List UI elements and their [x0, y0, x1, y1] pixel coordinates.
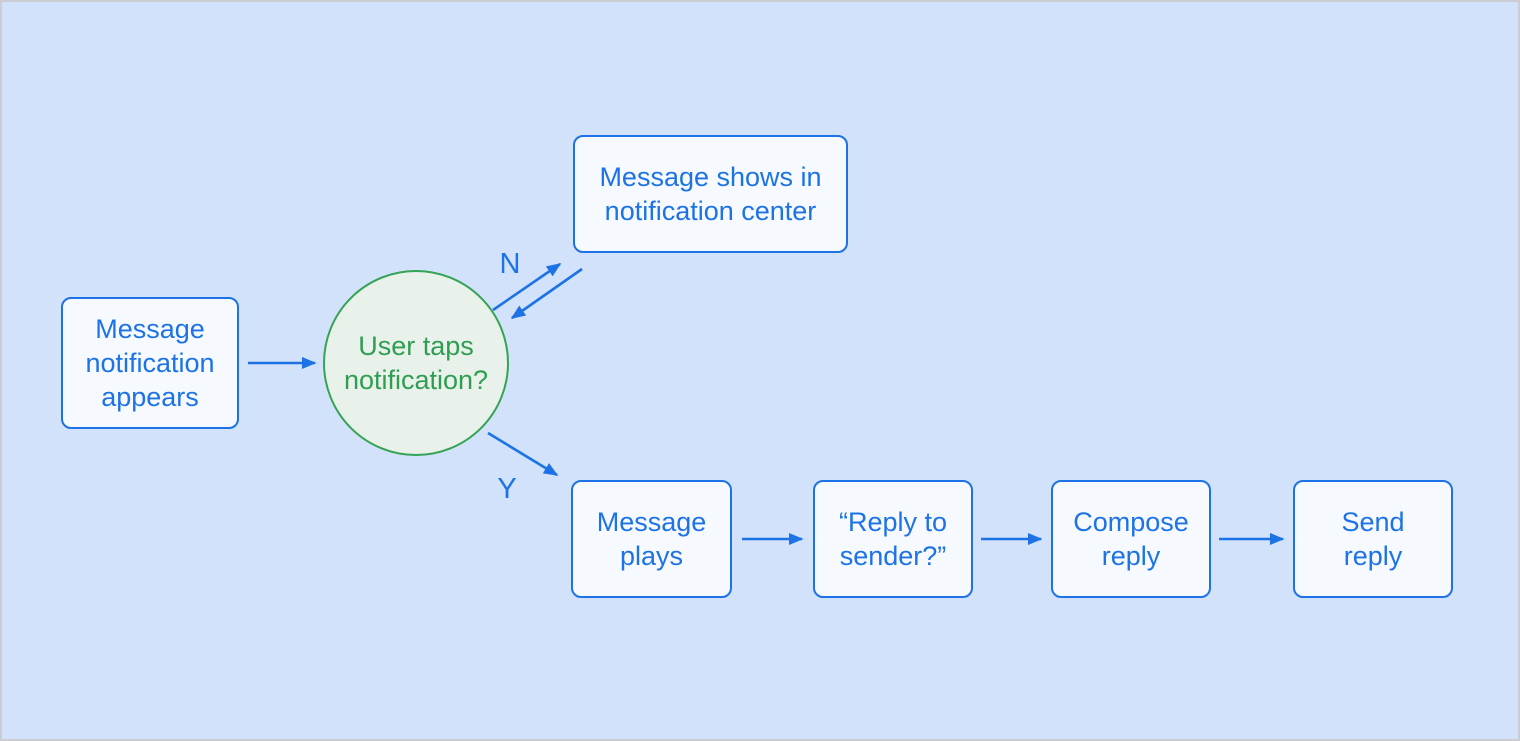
node-message-plays[interactable]: Message plays — [571, 480, 732, 598]
node-message-notification-appears[interactable]: Message notification appears — [61, 297, 239, 429]
edge-label-n: N — [499, 248, 521, 280]
edge-label-y: Y — [497, 473, 517, 505]
arrow-decision-to-message-plays — [487, 431, 559, 477]
node-reply-to-sender[interactable]: “Reply to sender?” — [813, 480, 973, 598]
arrow-decision-to-notification-center — [492, 262, 562, 312]
arrow-notification-center-to-decision — [510, 267, 583, 320]
node-compose-reply[interactable]: Compose reply — [1051, 480, 1211, 598]
node-message-shows-in-notification-center[interactable]: Message shows in notification center — [573, 135, 848, 253]
decision-user-taps-notification[interactable]: User taps notification? — [323, 270, 509, 456]
node-send-reply[interactable]: Send reply — [1293, 480, 1453, 598]
